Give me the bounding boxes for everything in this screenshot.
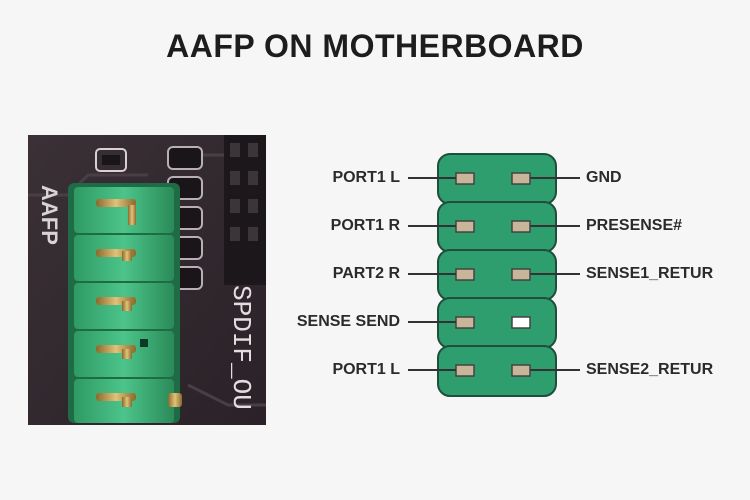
page-title: AAFP ON MOTHERBOARD: [166, 28, 584, 64]
pin-label-3-left: PART2 R: [332, 265, 400, 282]
board-label-aafp: AAFP: [37, 185, 62, 245]
pin-3-right: [511, 268, 531, 281]
pin-label-1-right: GND: [586, 169, 622, 186]
pin-1-right: [511, 172, 531, 185]
pin-label-2-right: PRESENSE#: [586, 217, 683, 234]
pin-2-right: [511, 220, 531, 233]
pin-label-1-left: PORT1 L: [332, 169, 400, 186]
pin-label-5-right: SENSE2_RETUR: [586, 361, 714, 378]
pin-label-2-left: PORT1 R: [330, 217, 400, 234]
pin-label-4-left: SENSE SEND: [296, 313, 400, 330]
pin-5-right: [511, 364, 531, 377]
pin-4-right-key: [511, 316, 531, 329]
pin-5-left: [455, 364, 475, 377]
pin-2-left: [455, 220, 475, 233]
motherboard-photo-drawing: AAFP SPDIF_OU: [28, 135, 266, 425]
pin-4-left: [455, 316, 475, 329]
board-label-spdif: SPDIF_OU: [226, 285, 256, 410]
motherboard-photo: AAFP SPDIF_OU: [28, 135, 266, 425]
aafp-header-pins: [74, 187, 182, 423]
pin-3-left: [455, 268, 475, 281]
pin-label-5-left: PORT1 L: [332, 361, 400, 378]
pin-label-3-right: SENSE1_RETUR: [586, 265, 714, 282]
pin-1-left: [455, 172, 475, 185]
